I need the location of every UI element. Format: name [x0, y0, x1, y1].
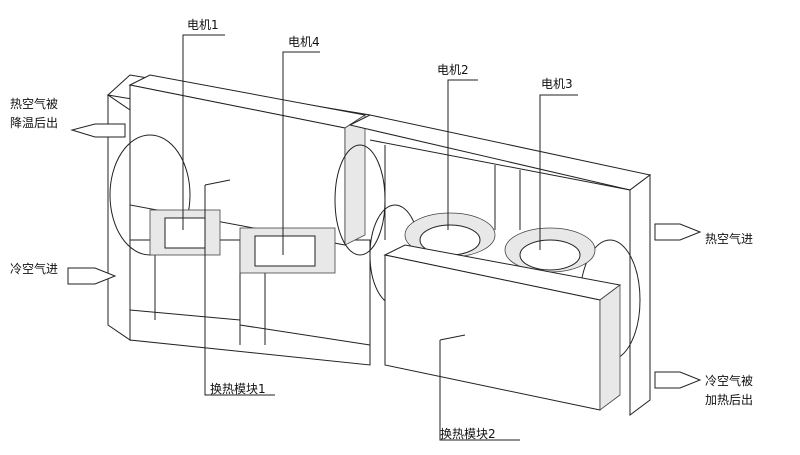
- label-hot-air-in: 热空气进: [705, 232, 754, 246]
- label-module-2: 换热模块2: [440, 427, 496, 441]
- arrow-hot-air-in: [654, 223, 702, 241]
- label-motor-2: 电机2: [437, 63, 469, 77]
- arrow-cold-air-in: [67, 267, 117, 285]
- label-cold-air-out-1: 冷空气被: [705, 374, 754, 388]
- blower-motor-1: [149, 209, 221, 256]
- blower-motor-4: [239, 227, 336, 274]
- arrow-cold-air-out: [654, 371, 702, 389]
- label-motor-3: 电机3: [541, 77, 573, 91]
- leader-lines: [182, 34, 578, 441]
- label-cold-air-out-2: 加热后出: [705, 393, 754, 407]
- arrow-hot-air-out: [70, 123, 126, 138]
- label-hot-air-out-1: 热空气被: [10, 97, 59, 111]
- left-module-box: [109, 74, 386, 274]
- label-cold-air-in: 冷空气进: [10, 262, 59, 276]
- label-hot-air-out-2: 降温后出: [10, 116, 59, 130]
- right-module-box: [383, 212, 622, 411]
- label-module-1: 换热模块1: [210, 382, 266, 396]
- blower-motor-3: [504, 227, 596, 273]
- label-motor-4: 电机4: [288, 35, 320, 49]
- label-motor-1: 电机1: [187, 18, 219, 32]
